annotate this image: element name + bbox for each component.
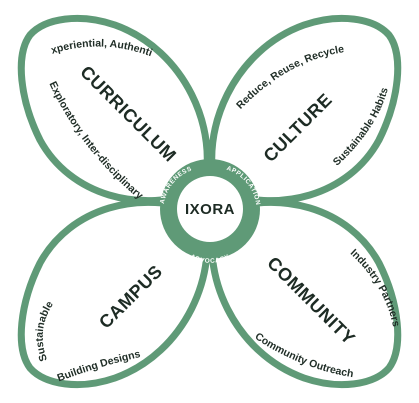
petal-culture xyxy=(208,14,402,205)
petal-curriculum xyxy=(17,14,211,205)
center-title: IXORA xyxy=(185,201,235,218)
center-disc xyxy=(177,176,243,242)
center-node: IXORA AWARENESS APPLICATION ADVOCACY xyxy=(159,159,261,265)
petal-campus xyxy=(17,198,211,389)
petal-community xyxy=(208,198,402,389)
ring-label-advocacy: ADVOCACY xyxy=(189,253,231,265)
petals xyxy=(17,14,402,389)
